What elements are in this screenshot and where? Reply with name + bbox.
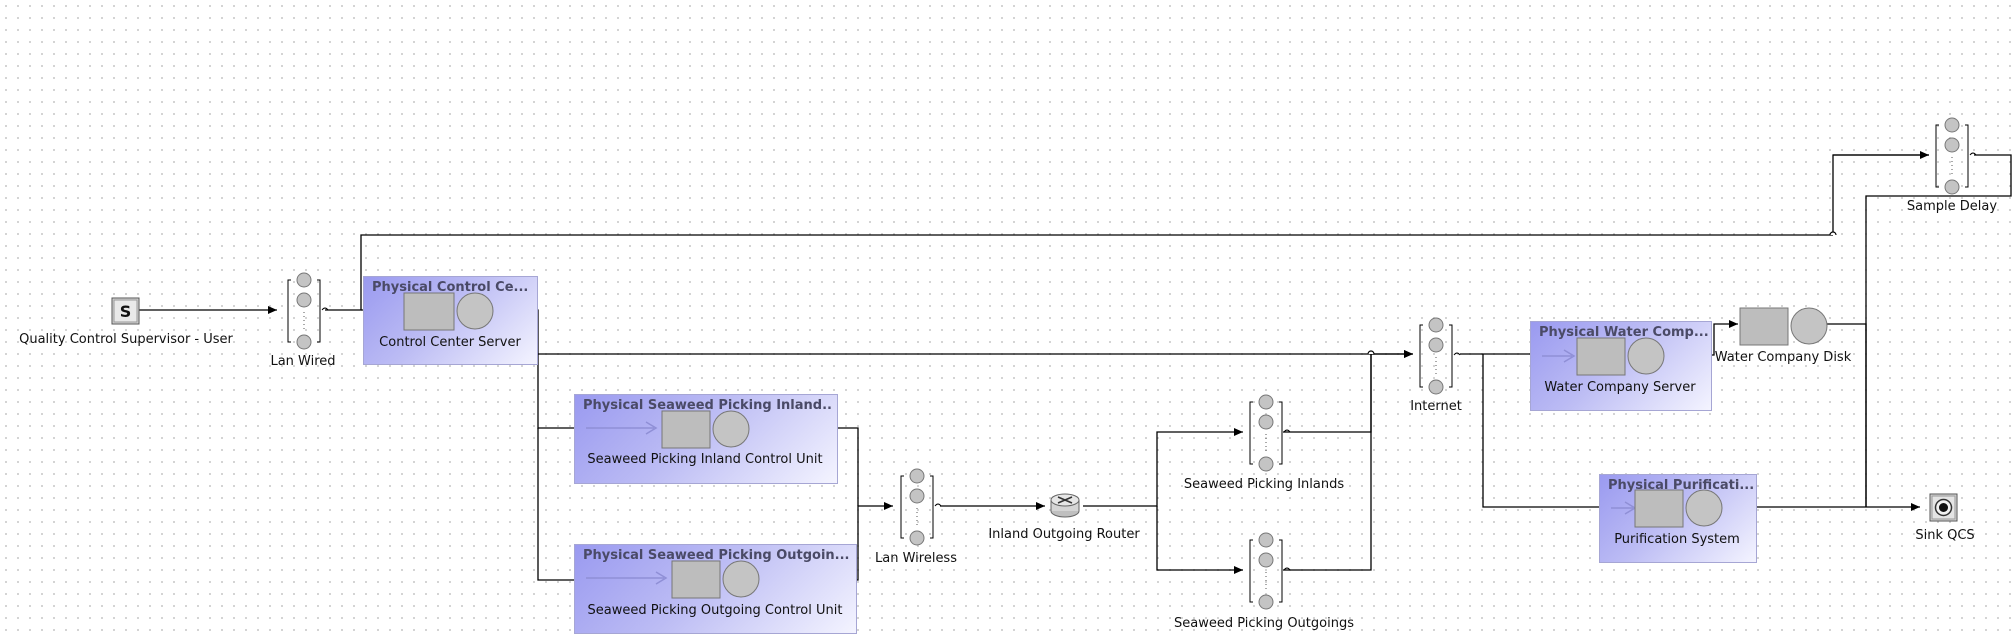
outgoing-control-unit-node[interactable] (671, 560, 761, 604)
edge-router-outgoings (1156, 506, 1243, 574)
edge-lanwired-controlcenter (325, 154, 1929, 311)
source-label: Quality Control Supervisor - User (19, 332, 233, 347)
router-label: Inland Outgoing Router (988, 527, 1140, 542)
edge-outgoings-internet (1283, 350, 1413, 571)
edge-controlcenter-outgoing (537, 428, 577, 581)
source-node[interactable]: S (111, 297, 141, 329)
outgoing-control-unit-label: Seaweed Picking Outgoing Control Unit (587, 603, 843, 618)
delay-station-icon (1935, 117, 1977, 195)
inland-control-unit-node[interactable] (661, 410, 751, 454)
outgoing-input-arrow (586, 571, 668, 585)
delay-station-icon (1249, 394, 1291, 472)
router-node[interactable] (1049, 490, 1083, 524)
group-inland-title: Physical Seaweed Picking Inland... (583, 398, 833, 413)
water-company-disk-label: Water Company Disk (1714, 350, 1852, 365)
inland-control-unit-label: Seaweed Picking Inland Control Unit (587, 452, 823, 467)
edge-controlcenter-internet (497, 309, 1413, 358)
internet-label: Internet (1410, 399, 1462, 414)
server-station-icon (661, 410, 750, 449)
lan-wireless-label: Lan Wireless (875, 551, 957, 566)
water-company-server-label: Water Company Server (1544, 380, 1696, 395)
group-outgoing-title: Physical Seaweed Picking Outgoin... (583, 548, 850, 563)
group-purification-title: Physical Purificati... (1608, 478, 1754, 493)
server-station-icon (1576, 337, 1665, 376)
server-station-icon (1739, 307, 1828, 346)
control-center-server-node[interactable] (403, 292, 499, 336)
edge-internet-purification (1482, 354, 1614, 511)
water-company-disk-node[interactable] (1739, 307, 1829, 351)
water-company-server-node[interactable] (1576, 337, 1666, 381)
picking-inlands-label: Seaweed Picking Inlands (1183, 477, 1345, 492)
group-control-center[interactable]: Physical Control Ce... (363, 276, 538, 365)
lan-wired-label: Lan Wired (270, 354, 336, 369)
lan-wireless-node[interactable] (897, 468, 945, 552)
delay-station-icon (900, 468, 942, 546)
delay-station-icon (287, 272, 329, 350)
delay-station-icon (1249, 532, 1291, 610)
sink-label: Sink QCS (1915, 528, 1975, 543)
sample-delay-label: Sample Delay (1906, 199, 1998, 214)
source-letter: S (120, 302, 132, 321)
internet-node[interactable] (1416, 317, 1464, 401)
server-station-icon (403, 292, 494, 331)
source-icon: S (111, 297, 140, 325)
edge-controlcenter-inland (537, 354, 577, 429)
group-water-company-title: Physical Water Comp... (1539, 325, 1709, 340)
control-center-server-label: Control Center Server (379, 335, 521, 350)
water-input-arrow (1542, 349, 1576, 363)
lan-wired-node[interactable] (284, 272, 332, 356)
sample-delay-node[interactable] (1932, 117, 1980, 201)
purification-system-node[interactable] (1634, 489, 1724, 533)
purification-system-label: Purification System (1614, 532, 1740, 547)
sink-node[interactable] (1929, 493, 1959, 527)
edge-water-disk (1710, 320, 1738, 356)
sink-icon (1929, 493, 1958, 522)
picking-inlands-node[interactable] (1246, 394, 1294, 478)
delay-station-icon (1419, 317, 1461, 395)
picking-outgoings-label: Seaweed Picking Outgoings (1174, 616, 1354, 631)
edge-sampledelay-sink (1865, 154, 2012, 507)
edge-inlands-internet (1283, 354, 1372, 433)
group-control-center-title: Physical Control Ce... (372, 280, 529, 295)
picking-outgoings-node[interactable] (1246, 532, 1294, 616)
server-station-icon (671, 560, 760, 599)
router-icon (1050, 493, 1080, 518)
server-station-icon (1634, 489, 1723, 528)
inland-input-arrow (586, 421, 658, 435)
edge-router-pickers (1083, 428, 1243, 507)
